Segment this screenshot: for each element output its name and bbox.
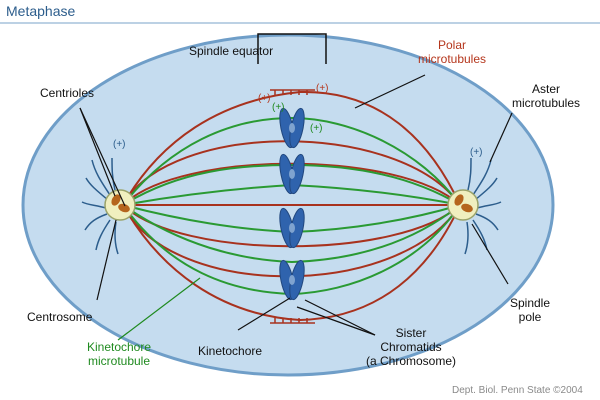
leader-centrioles-2 bbox=[79, 107, 126, 207]
centriole bbox=[118, 203, 130, 213]
centrosome-right bbox=[447, 189, 479, 221]
plus-end-marker: (+) bbox=[113, 139, 126, 150]
polar-microtubules-label: Polar microtubules bbox=[417, 38, 487, 66]
plus-end-marker: (+) bbox=[470, 147, 483, 158]
centrioles-label: Centrioles bbox=[40, 86, 95, 100]
leader-aster bbox=[489, 112, 513, 163]
leader-polar bbox=[354, 74, 426, 109]
page-title: Metaphase bbox=[6, 3, 76, 19]
centrosome-label: Centrosome bbox=[27, 310, 93, 324]
chromosome bbox=[279, 259, 305, 301]
microtubule-ends bbox=[270, 89, 315, 324]
leader-sister-1 bbox=[296, 306, 376, 336]
plus-end-comb-bottom bbox=[270, 318, 315, 324]
spindle-pole-label: Spindle pole bbox=[509, 296, 551, 324]
leader-centrioles-1 bbox=[79, 107, 116, 197]
polar-microtubule bbox=[122, 204, 461, 322]
aster-left bbox=[81, 157, 119, 255]
centriole bbox=[111, 194, 121, 206]
plus-end-comb-top bbox=[270, 89, 315, 95]
chromosomes bbox=[279, 107, 305, 301]
plus-end-marker: (+) bbox=[272, 102, 285, 113]
spindle-equator-label: Spindle equator bbox=[189, 44, 274, 58]
plus-end-marker: (+) bbox=[258, 93, 271, 104]
centriole bbox=[461, 203, 473, 213]
polar-microtubule bbox=[122, 90, 461, 206]
sister-chromatids-label: Sister Chromatids (a Chromosome) bbox=[365, 326, 457, 368]
kinetochore-microtubule bbox=[122, 204, 461, 264]
leader-sister-2 bbox=[304, 299, 376, 336]
plus-end-marker: (+) bbox=[316, 83, 329, 94]
aster-microtubules-label: Aster microtubules bbox=[511, 82, 581, 110]
kinetochore-label: Kinetochore bbox=[198, 344, 263, 358]
centrosome-left bbox=[104, 189, 136, 221]
kinetochore-microtubule bbox=[122, 163, 461, 206]
centriole bbox=[454, 194, 464, 206]
plus-end-marker: (+) bbox=[310, 123, 323, 134]
leader-lines bbox=[79, 74, 513, 336]
kinetochore-microtubule bbox=[122, 116, 461, 206]
chromosome bbox=[279, 153, 305, 195]
leader-spindle-pole bbox=[471, 223, 509, 285]
leader-kinetochore bbox=[237, 297, 291, 331]
leader-kinetochore-microtubule bbox=[117, 277, 201, 341]
equator-bracket bbox=[257, 33, 327, 64]
leader-centrosome bbox=[96, 219, 117, 301]
kinetochore-microtubule-label: Kinetochore microtubule bbox=[86, 340, 152, 368]
chromosome bbox=[279, 207, 305, 249]
chromosome bbox=[279, 107, 305, 149]
credit-text: Dept. Biol. Penn State ©2004 bbox=[452, 385, 583, 396]
aster-right bbox=[464, 157, 502, 255]
